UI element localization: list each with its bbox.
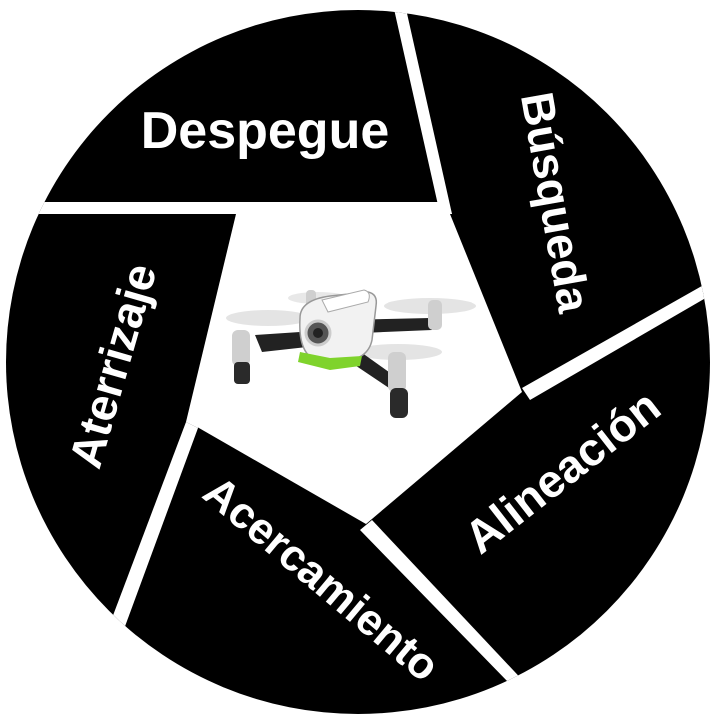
separator-top (6, 202, 452, 214)
separator-bottom-right (360, 520, 560, 714)
separator-right (522, 278, 710, 400)
center-aperture (192, 214, 522, 524)
drone-icon (226, 289, 476, 418)
separator-bottom-left (106, 422, 198, 640)
stage-label-despegue: Despegue (141, 102, 390, 160)
separator-top-right (392, 10, 452, 214)
